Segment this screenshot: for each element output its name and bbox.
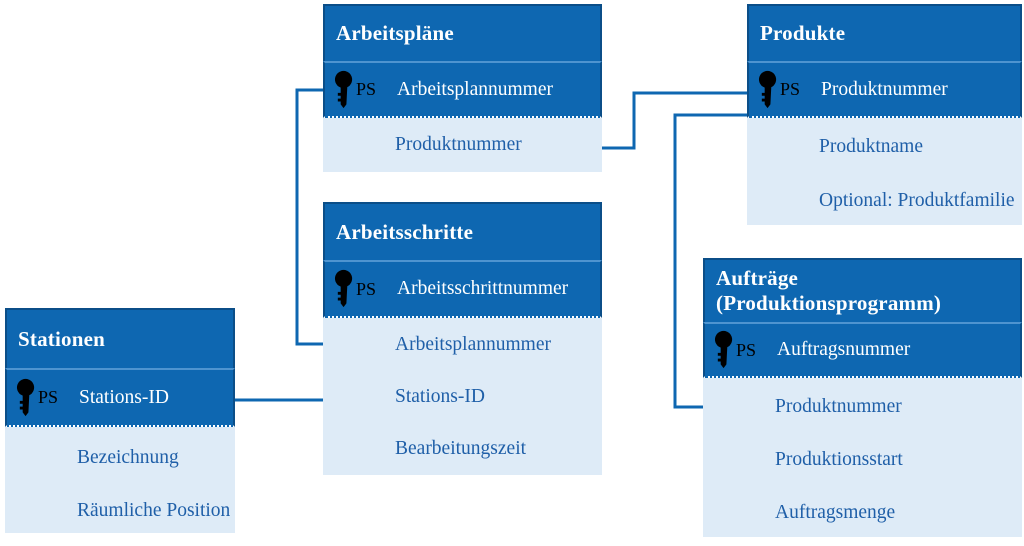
primary-key-indicator: PS [714,330,756,370]
entity-table-auftraege: Aufträge (Produktionsprogramm) PS Auftra… [703,258,1022,537]
attribute-row: Produktnummer [323,118,602,172]
primary-key-row: PS Stations-ID [5,368,235,427]
key-icon [334,70,353,108]
attribute-name: Auftragsmenge [775,501,896,523]
attribute-name: Produktionsstart [775,448,903,470]
attribute-row: Auftragsmenge [703,486,1022,539]
key-icon [334,269,353,308]
relationship-line-arbeitsplaene-arbeitsschritte [295,88,330,346]
table-title: Arbeitsschritte [336,219,474,244]
primary-key-indicator: PS [16,378,58,418]
primary-key-row: PS Arbeitsschrittnummer [323,260,602,318]
attribute-row: Räumliche Position [5,484,235,537]
relationship-line-produkte-auftraege [673,113,752,409]
table-header: Aufträge (Produktionsprogramm) [703,258,1022,322]
entity-table-produkte: Produkte PS Produktnummer Produktname Op… [747,4,1022,225]
attribute-name: Produktnummer [395,134,522,155]
attribute-row: Produktionsstart [703,433,1022,486]
attribute-row: Stations-ID [323,371,602,423]
attribute-name: Produktnummer [775,395,902,417]
key-icon [758,70,777,108]
table-header: Arbeitspläne [323,4,602,61]
attribute-name: Stations-ID [395,386,485,407]
attribute-rows: Bezeichnung Räumliche Position [5,427,235,533]
attribute-row: Bezeichnung [5,431,235,484]
primary-key-indicator: PS [334,70,376,110]
key-icon [16,378,35,416]
primary-key-label: PS [780,79,801,99]
attribute-rows: Produktname Optional: Produktfamilie [747,118,1022,225]
primary-key-indicator: PS [758,70,800,110]
attribute-rows: Arbeitsplannummer Stations-ID Bearbeitun… [323,318,602,475]
attribute-name: Produktname [819,136,923,157]
attribute-name: Arbeitsplannummer [395,334,551,355]
primary-key-indicator: PS [334,269,376,309]
attribute-row: Optional: Produktfamilie [747,174,1022,228]
attribute-name: Räumliche Position [77,499,231,521]
table-title: Aufträge (Produktionsprogramm) [716,266,942,315]
pk-field-name: Arbeitsschrittnummer [397,278,569,299]
pk-field-name: Arbeitsplannummer [397,78,553,100]
primary-key-label: PS [38,387,59,407]
attribute-row: Bearbeitungszeit [323,423,602,475]
entity-table-arbeitsplaene: Arbeitspläne PS Arbeitsplannummer Produk… [323,4,602,172]
entity-table-stationen: Stationen PS Stations-ID Bezeichnung Räu… [5,308,235,533]
table-title: Stationen [18,326,105,351]
entity-table-arbeitsschritte: Arbeitsschritte PS Arbeitsschrittnummer … [323,202,602,475]
attribute-row: Arbeitsplannummer [323,319,602,371]
attribute-rows: Produktnummer [323,118,602,172]
primary-key-label: PS [356,278,377,299]
table-header: Produkte [747,4,1022,61]
attribute-name: Bearbeitungszeit [395,438,527,459]
key-icon [714,330,733,369]
table-title: Arbeitspläne [336,21,454,45]
table-header: Arbeitsschritte [323,202,602,260]
attribute-row: Produktname [747,120,1022,174]
table-title: Produkte [760,21,846,45]
primary-key-label: PS [356,79,377,99]
attribute-row: Produktnummer [703,380,1022,433]
pk-field-name: Stations-ID [79,386,169,408]
attribute-name: Optional: Produktfamilie [819,190,1015,211]
primary-key-row: PS Arbeitsplannummer [323,61,602,118]
pk-field-name: Auftragsnummer [777,339,911,360]
attribute-name: Bezeichnung [77,446,179,468]
primary-key-row: PS Auftragsnummer [703,322,1022,378]
attribute-rows: Produktnummer Produktionsstart Auftragsm… [703,378,1022,537]
primary-key-row: PS Produktnummer [747,61,1022,118]
relationship-line-arbeitsplaene-produkte [598,91,752,150]
table-header: Stationen [5,308,235,368]
primary-key-label: PS [736,339,757,360]
pk-field-name: Produktnummer [821,78,948,100]
